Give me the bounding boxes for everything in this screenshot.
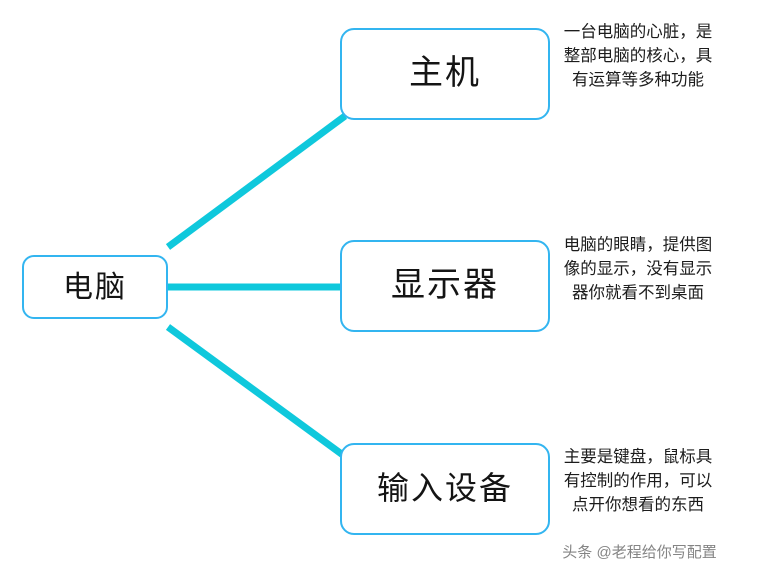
node-branch-monitor[interactable]: 显示器 (340, 240, 550, 332)
watermark-text: 头条 @老程给你写配置 (562, 544, 717, 561)
node-branch-monitor-label: 显示器 (391, 266, 499, 305)
node-branch-host-label: 主机 (409, 54, 481, 93)
description-input: 主要是键盘，鼠标具有控制的作用，可以点开你想看的东西 (563, 448, 713, 514)
node-root-computer[interactable]: 电脑 (22, 255, 168, 319)
node-branch-host[interactable]: 主机 (340, 28, 550, 120)
node-branch-input[interactable]: 输入设备 (340, 443, 550, 535)
description-host: 一台电脑的心脏，是整部电脑的核心，具有运算等多种功能 (563, 23, 713, 89)
node-root-label: 电脑 (63, 270, 127, 304)
description-monitor: 电脑的眼睛，提供图像的显示，没有显示器你就看不到桌面 (563, 236, 713, 302)
connector-root-to-input (165, 324, 350, 461)
node-branch-input-label: 输入设备 (376, 470, 513, 507)
connector-root-to-host (165, 113, 348, 250)
